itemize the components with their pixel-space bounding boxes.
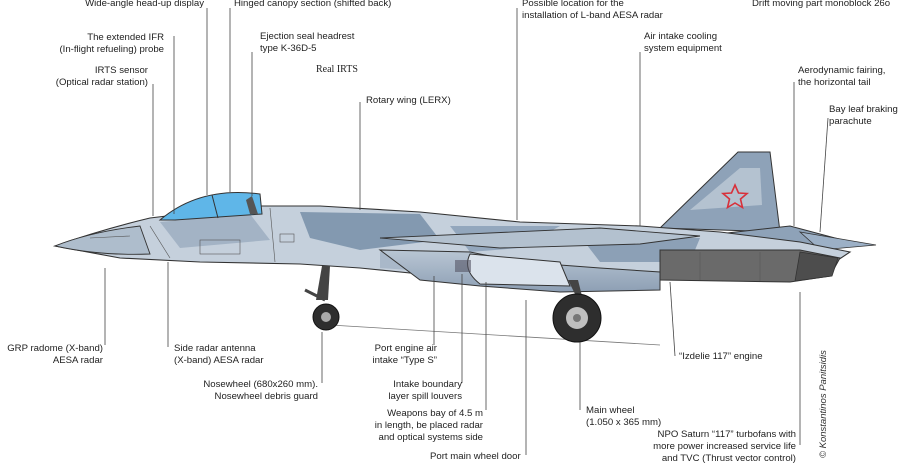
label-l-band-aesa: Possible location for the installation o… (522, 0, 663, 21)
label-irts-sensor: IRTS sensor (Optical radar station) (55, 65, 148, 88)
label-real-irts: Real IRTS (316, 64, 358, 75)
nozzle-exit (794, 251, 839, 282)
camo-mid-1 (160, 214, 270, 248)
label-main-wheel: Main wheel (1.050 x 365 mm) (586, 405, 662, 428)
label-intake-cooling: Air intake cooling system equipment (644, 31, 722, 54)
label-nosewheel: Nosewheel (680x260 mm). Nosewheel debris… (203, 379, 318, 402)
label-engine-intake: Port engine air intake “Type S” (372, 343, 437, 366)
label-side-radar: Side radar antenna (X-band) AESA radar (174, 343, 264, 366)
radome (53, 225, 151, 255)
label-radome: GRP radome (X-band) AESA radar (7, 343, 103, 366)
label-ifr-probe: The extended IFR (In-flight refueling) p… (59, 32, 164, 55)
label-monoblock: Drift moving part monoblock 26o (752, 0, 891, 9)
canopy-frame (211, 194, 219, 219)
ground-line (329, 324, 661, 346)
label-aero-fairing: Aerodynamic fairing, the horizontal tail (798, 65, 886, 88)
vertical-tail-light (690, 168, 762, 210)
label-canopy: Hinged canopy section (shifted back) (234, 0, 392, 9)
label-braking-chute: Bay leaf braking parachute (829, 104, 898, 127)
red-star-icon (720, 183, 750, 210)
label-lerx: Rotary wing (LERX) (366, 95, 451, 106)
label-ejection-seat: Ejection seal headrest type K-36D-5 (260, 31, 355, 54)
wing (379, 227, 701, 249)
main-gear-strut (568, 280, 582, 296)
nosewheel-strut (316, 266, 330, 300)
label-spill-louvers: Intake boundary layer spill louvers (388, 379, 462, 402)
canopy (158, 191, 263, 221)
label-hud: Wide-angle head-up display (85, 0, 204, 9)
intake-lip (467, 253, 571, 287)
author-credit: © Konstantinos Panitsidis (818, 350, 829, 458)
label-izdelie-engine: “Izdelie 117” engine (679, 351, 763, 362)
label-main-wheel-door: Port main wheel door (430, 451, 521, 462)
ejection-seat (246, 196, 258, 214)
leader-lines (104, 8, 829, 455)
spill-louvers (455, 260, 471, 272)
label-turbofans: NPO Saturn “117” turbofans with more pow… (653, 429, 796, 464)
label-weapons-bay: Weapons bay of 4.5 m in length, be place… (374, 408, 483, 443)
